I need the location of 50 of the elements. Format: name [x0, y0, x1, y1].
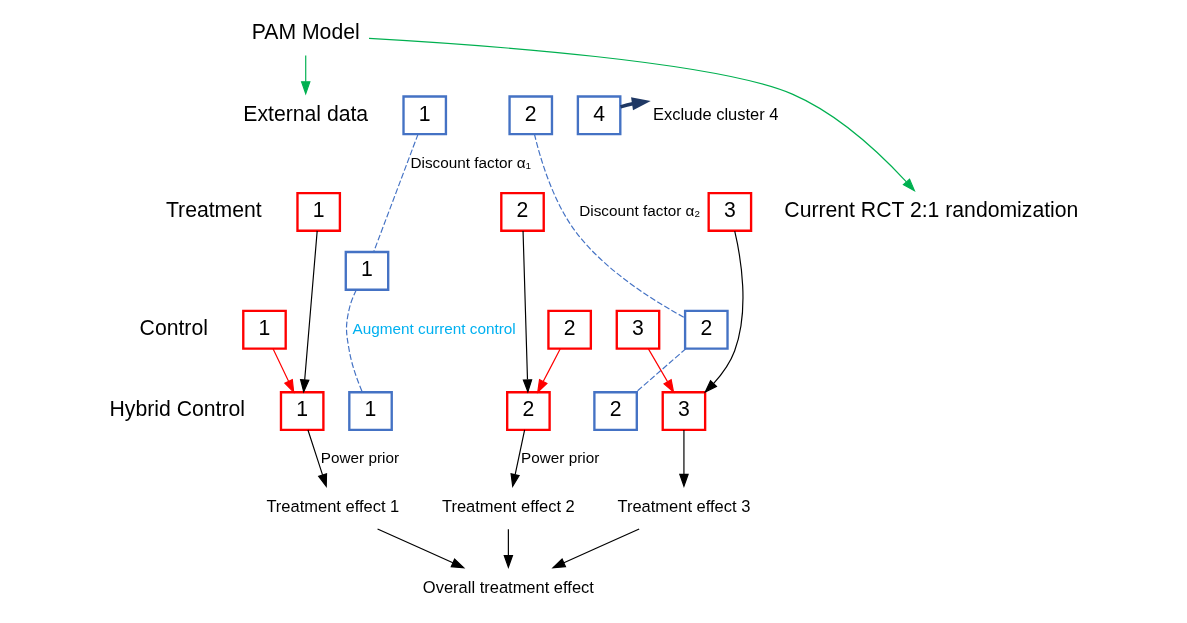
label: Control — [139, 315, 208, 339]
connector — [373, 133, 419, 253]
arrow — [300, 54, 311, 96]
arrow — [510, 429, 526, 488]
node-box: 2 — [547, 309, 593, 350]
node-box: 1 — [402, 95, 448, 136]
node-box: 3 — [661, 391, 707, 432]
arrow — [647, 348, 675, 394]
label: Treatment — [165, 198, 262, 222]
label: Hybrid Control — [109, 397, 246, 421]
connector — [635, 348, 687, 393]
arrow — [299, 230, 318, 394]
node-box: 1 — [344, 250, 390, 291]
edge-label: Discount factor α₂ — [579, 201, 701, 219]
edge-label: Augment current control — [352, 319, 516, 337]
node-box: 2 — [683, 309, 729, 350]
node-text: PAM Model — [251, 20, 360, 44]
node-box: 2 — [593, 391, 638, 432]
node-box: 4 — [576, 95, 622, 136]
node-text: Treatment effect 3 — [617, 497, 751, 516]
arrow — [272, 348, 295, 394]
connector — [533, 133, 686, 319]
node-box: 1 — [242, 309, 287, 350]
node-box: 1 — [296, 191, 342, 232]
arrow — [307, 429, 328, 488]
node-box: 3 — [615, 309, 661, 350]
edge-label: Discount factor α₁ — [410, 153, 531, 171]
arrow — [704, 230, 744, 394]
arrow — [536, 348, 561, 394]
arrow — [377, 528, 466, 569]
node-box: 3 — [707, 191, 753, 232]
node-text: Current RCT 2:1 randomization — [784, 198, 1079, 222]
node-box: 1 — [279, 391, 325, 432]
node-text: Overall treatment effect — [422, 578, 594, 597]
node-box: 1 — [348, 391, 393, 432]
node-text: Treatment effect 1 — [266, 497, 400, 516]
node-text: External data — [243, 101, 369, 125]
arrow — [522, 230, 533, 394]
arrow — [503, 528, 514, 570]
edge-label: Power prior — [521, 449, 600, 467]
arrow — [368, 37, 916, 192]
node-box: 2 — [508, 95, 554, 136]
arrow — [678, 429, 689, 488]
node-text: Exclude cluster 4 — [652, 104, 779, 123]
edge-label: Power prior — [320, 449, 400, 467]
arrow — [551, 528, 640, 569]
node-text: Treatment effect 2 — [441, 497, 575, 516]
connector — [345, 289, 363, 393]
node-box: 2 — [506, 391, 551, 432]
node-box: 2 — [500, 191, 545, 232]
